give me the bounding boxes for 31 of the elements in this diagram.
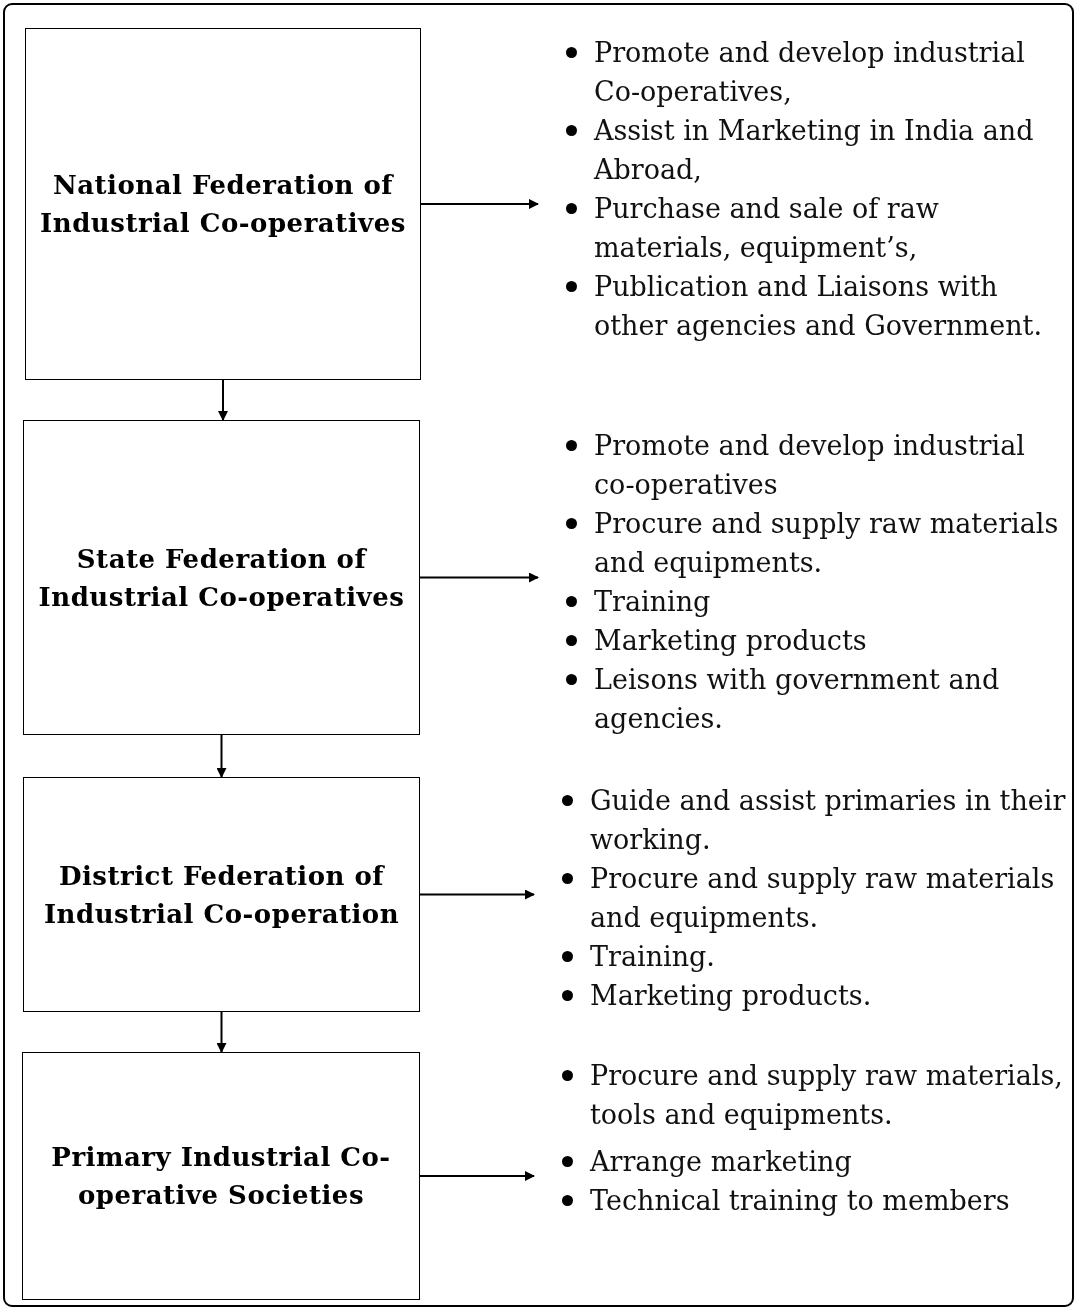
process-box [23,777,420,1012]
bullet-item: Training [560,582,1072,621]
arrow [218,379,228,421]
process-box [22,1052,420,1300]
process-box [23,420,420,735]
bullet-item: Guide and assist primaries in their working. [556,781,1072,859]
box-title: Primary Industrial Co-operative Societies [50,1141,392,1212]
box-title: National Federation of Industrial Co-operatives [39,169,407,240]
arrow [420,199,539,209]
bullet-item: Procure and supply raw materials, tools and equipments. [556,1056,1072,1134]
process-box [25,28,421,380]
bullet-item: Technical training to members [556,1181,1072,1220]
bullet-item: Assist in Marketing in India and Abroad, [560,111,1072,189]
arrow [419,889,535,900]
bullet-item: Marketing products. [556,976,1072,1015]
bullet-item: Leisons with government and agencies. [560,660,1072,738]
bullet-item: Procure and supply raw materials and equipments. [556,859,1072,937]
arrow [419,1171,535,1181]
bullet-item: Promote and develop industrial co-operatives [560,426,1072,504]
box-title: District Federation of Industrial Co-operation [42,859,401,931]
bullet-item: Purchase and sale of raw materials, equipment’s, [560,189,1072,267]
bullet-item: Arrange marketing [556,1142,1072,1181]
arrow [419,572,539,583]
box-title: State Federation of Industrial Co-operatives [37,542,406,614]
arrow [216,1011,227,1053]
arrow [216,734,227,778]
bullet-item: Promote and develop industrial Co-operatives, [560,33,1072,111]
bullet-item: Publication and Liaisons with other agencies and Government. [560,267,1072,345]
bullet-item: Marketing products [560,621,1072,660]
bullet-item: Procure and supply raw materials and equipments. [560,504,1072,582]
bullet-item: Training. [556,937,1072,976]
